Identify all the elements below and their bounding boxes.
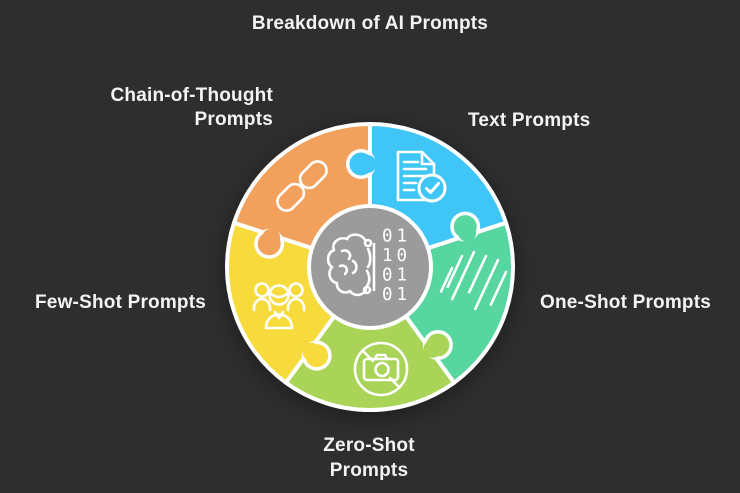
label-text-prompts: Text Prompts: [468, 110, 591, 131]
chain-link-icon: [276, 160, 328, 212]
label-chain-of-thought-prompts: Chain-of-Thought Prompts: [110, 84, 273, 132]
people-group-icon: [252, 282, 306, 330]
binary-row: 10: [382, 246, 411, 266]
binary-row: 01: [382, 285, 411, 305]
binary-digits: 01 10 01 01: [382, 227, 411, 306]
segment-zero-shot-prompts: [283, 265, 457, 412]
binary-row: 01: [382, 227, 411, 247]
center-hub: 01 10 01 01: [307, 204, 433, 330]
puzzle-tab-orange-into-yellow: [254, 228, 285, 259]
label-zero-shot-prompts: Zero-Shot Prompts: [323, 433, 415, 483]
label-line: Chain-of-Thought: [110, 85, 273, 106]
label-one-shot-prompts: One-Shot Prompts: [540, 292, 712, 313]
puzzle-tab-blue-into-orange: [346, 149, 377, 179]
no-camera-icon: [353, 341, 409, 397]
puzzle-tab-lime-into-teal: [422, 330, 453, 360]
label-line: Prompts: [194, 109, 273, 130]
brain-icon: [326, 233, 373, 297]
label-few-shot-prompts: Few-Shot Prompts: [35, 292, 207, 313]
label-line: Zero-Shot: [323, 435, 415, 456]
label-line: Prompts: [329, 460, 409, 481]
binary-row: 01: [382, 266, 411, 286]
puzzle-tab-teal-into-blue: [450, 211, 481, 242]
streak-lines-icon: [439, 250, 508, 311]
puzzle-tab-yellow-into-lime: [301, 340, 332, 371]
segment-zero-shot-prompts-shape: [283, 265, 457, 412]
center-circle: [307, 204, 433, 330]
page-title: Breakdown of AI Prompts: [251, 13, 489, 34]
document-check-icon: [396, 150, 447, 203]
